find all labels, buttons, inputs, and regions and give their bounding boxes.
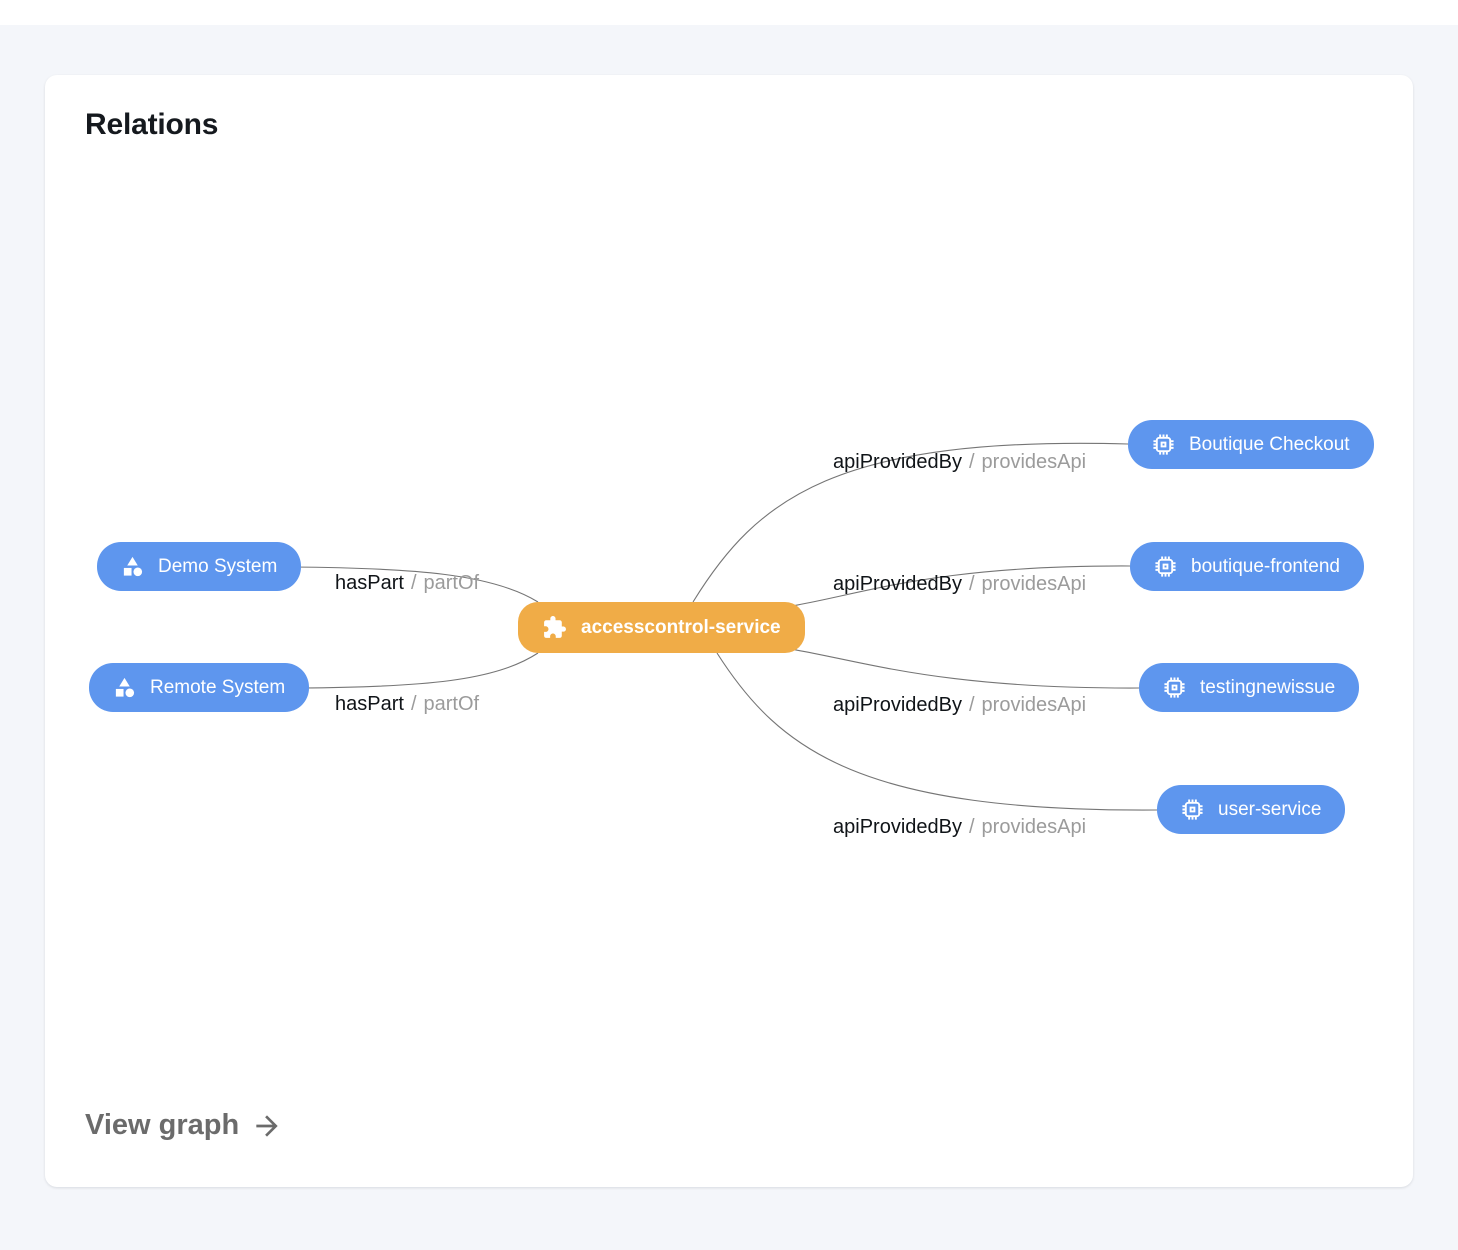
relation-inverse-type: partOf (423, 693, 480, 715)
node-user-service[interactable]: user-service (1157, 785, 1346, 834)
node-label: user-service (1218, 798, 1322, 820)
api-chip-icon (1181, 798, 1204, 821)
node-label: Remote System (150, 676, 286, 698)
relation-inverse-type: providesApi (981, 816, 1087, 838)
node-label: testingnewissue (1200, 676, 1336, 698)
relation-separator: / (968, 816, 975, 838)
top-strip (0, 0, 1458, 25)
edge-label-haspart-2: hasPart / partOf (335, 692, 479, 716)
node-label: Boutique Checkout (1189, 433, 1350, 455)
node-label: boutique-frontend (1191, 555, 1340, 577)
relation-type: apiProvidedBy (833, 451, 962, 473)
relation-separator: / (968, 694, 975, 716)
relation-type: hasPart (335, 693, 404, 715)
edge-label-apiprovidedby-3: apiProvidedBy / providesApi (833, 693, 1086, 717)
node-demo-system[interactable]: Demo System (97, 542, 302, 591)
edge-line-testingnewissue (751, 643, 1140, 689)
extension-puzzle-icon (542, 615, 567, 640)
view-graph-label: View graph (85, 1109, 240, 1141)
relation-separator: / (410, 572, 417, 594)
relation-inverse-type: providesApi (981, 451, 1087, 473)
node-accesscontrol-service[interactable]: accesscontrol-service (518, 602, 805, 653)
relation-type: apiProvidedBy (833, 816, 962, 838)
edge-label-apiprovidedby-4: apiProvidedBy / providesApi (833, 815, 1086, 839)
view-graph-link[interactable]: View graph (85, 1109, 283, 1142)
edge-label-haspart-1: hasPart / partOf (335, 571, 479, 595)
relations-graph: hasPart / partOf hasPart / partOf apiPro… (45, 75, 1413, 1187)
relation-type: apiProvidedBy (833, 694, 962, 716)
node-remote-system[interactable]: Remote System (89, 663, 310, 712)
relation-separator: / (410, 693, 417, 715)
system-category-icon (113, 676, 136, 699)
edge-line-user-service (716, 652, 1158, 811)
api-chip-icon (1163, 676, 1186, 699)
node-testingnewissue[interactable]: testingnewissue (1139, 663, 1360, 712)
edge-line-remote-system (299, 652, 539, 689)
relation-type: apiProvidedBy (833, 573, 962, 595)
relation-inverse-type: partOf (423, 572, 480, 594)
arrow-right-icon (256, 1114, 278, 1137)
system-category-icon (121, 555, 144, 578)
node-boutique-frontend[interactable]: boutique-frontend (1130, 542, 1364, 591)
relations-card: Relations hasPart / partOf hasPart / par… (45, 75, 1413, 1187)
relation-separator: / (968, 573, 975, 595)
relation-separator: / (968, 451, 975, 473)
relation-type: hasPart (335, 572, 404, 594)
relation-inverse-type: providesApi (981, 694, 1087, 716)
node-boutique-checkout[interactable]: Boutique Checkout (1128, 420, 1374, 469)
api-chip-icon (1154, 555, 1177, 578)
edge-line-demo-system (290, 566, 539, 603)
node-label: accesscontrol-service (581, 616, 781, 638)
relation-inverse-type: providesApi (981, 573, 1087, 595)
api-chip-icon (1152, 433, 1175, 456)
edge-label-apiprovidedby-2: apiProvidedBy / providesApi (833, 572, 1086, 596)
node-label: Demo System (158, 555, 278, 577)
card-title: Relations (85, 108, 219, 141)
edge-line-boutique-checkout (692, 442, 1129, 603)
edge-label-apiprovidedby-1: apiProvidedBy / providesApi (833, 450, 1086, 474)
